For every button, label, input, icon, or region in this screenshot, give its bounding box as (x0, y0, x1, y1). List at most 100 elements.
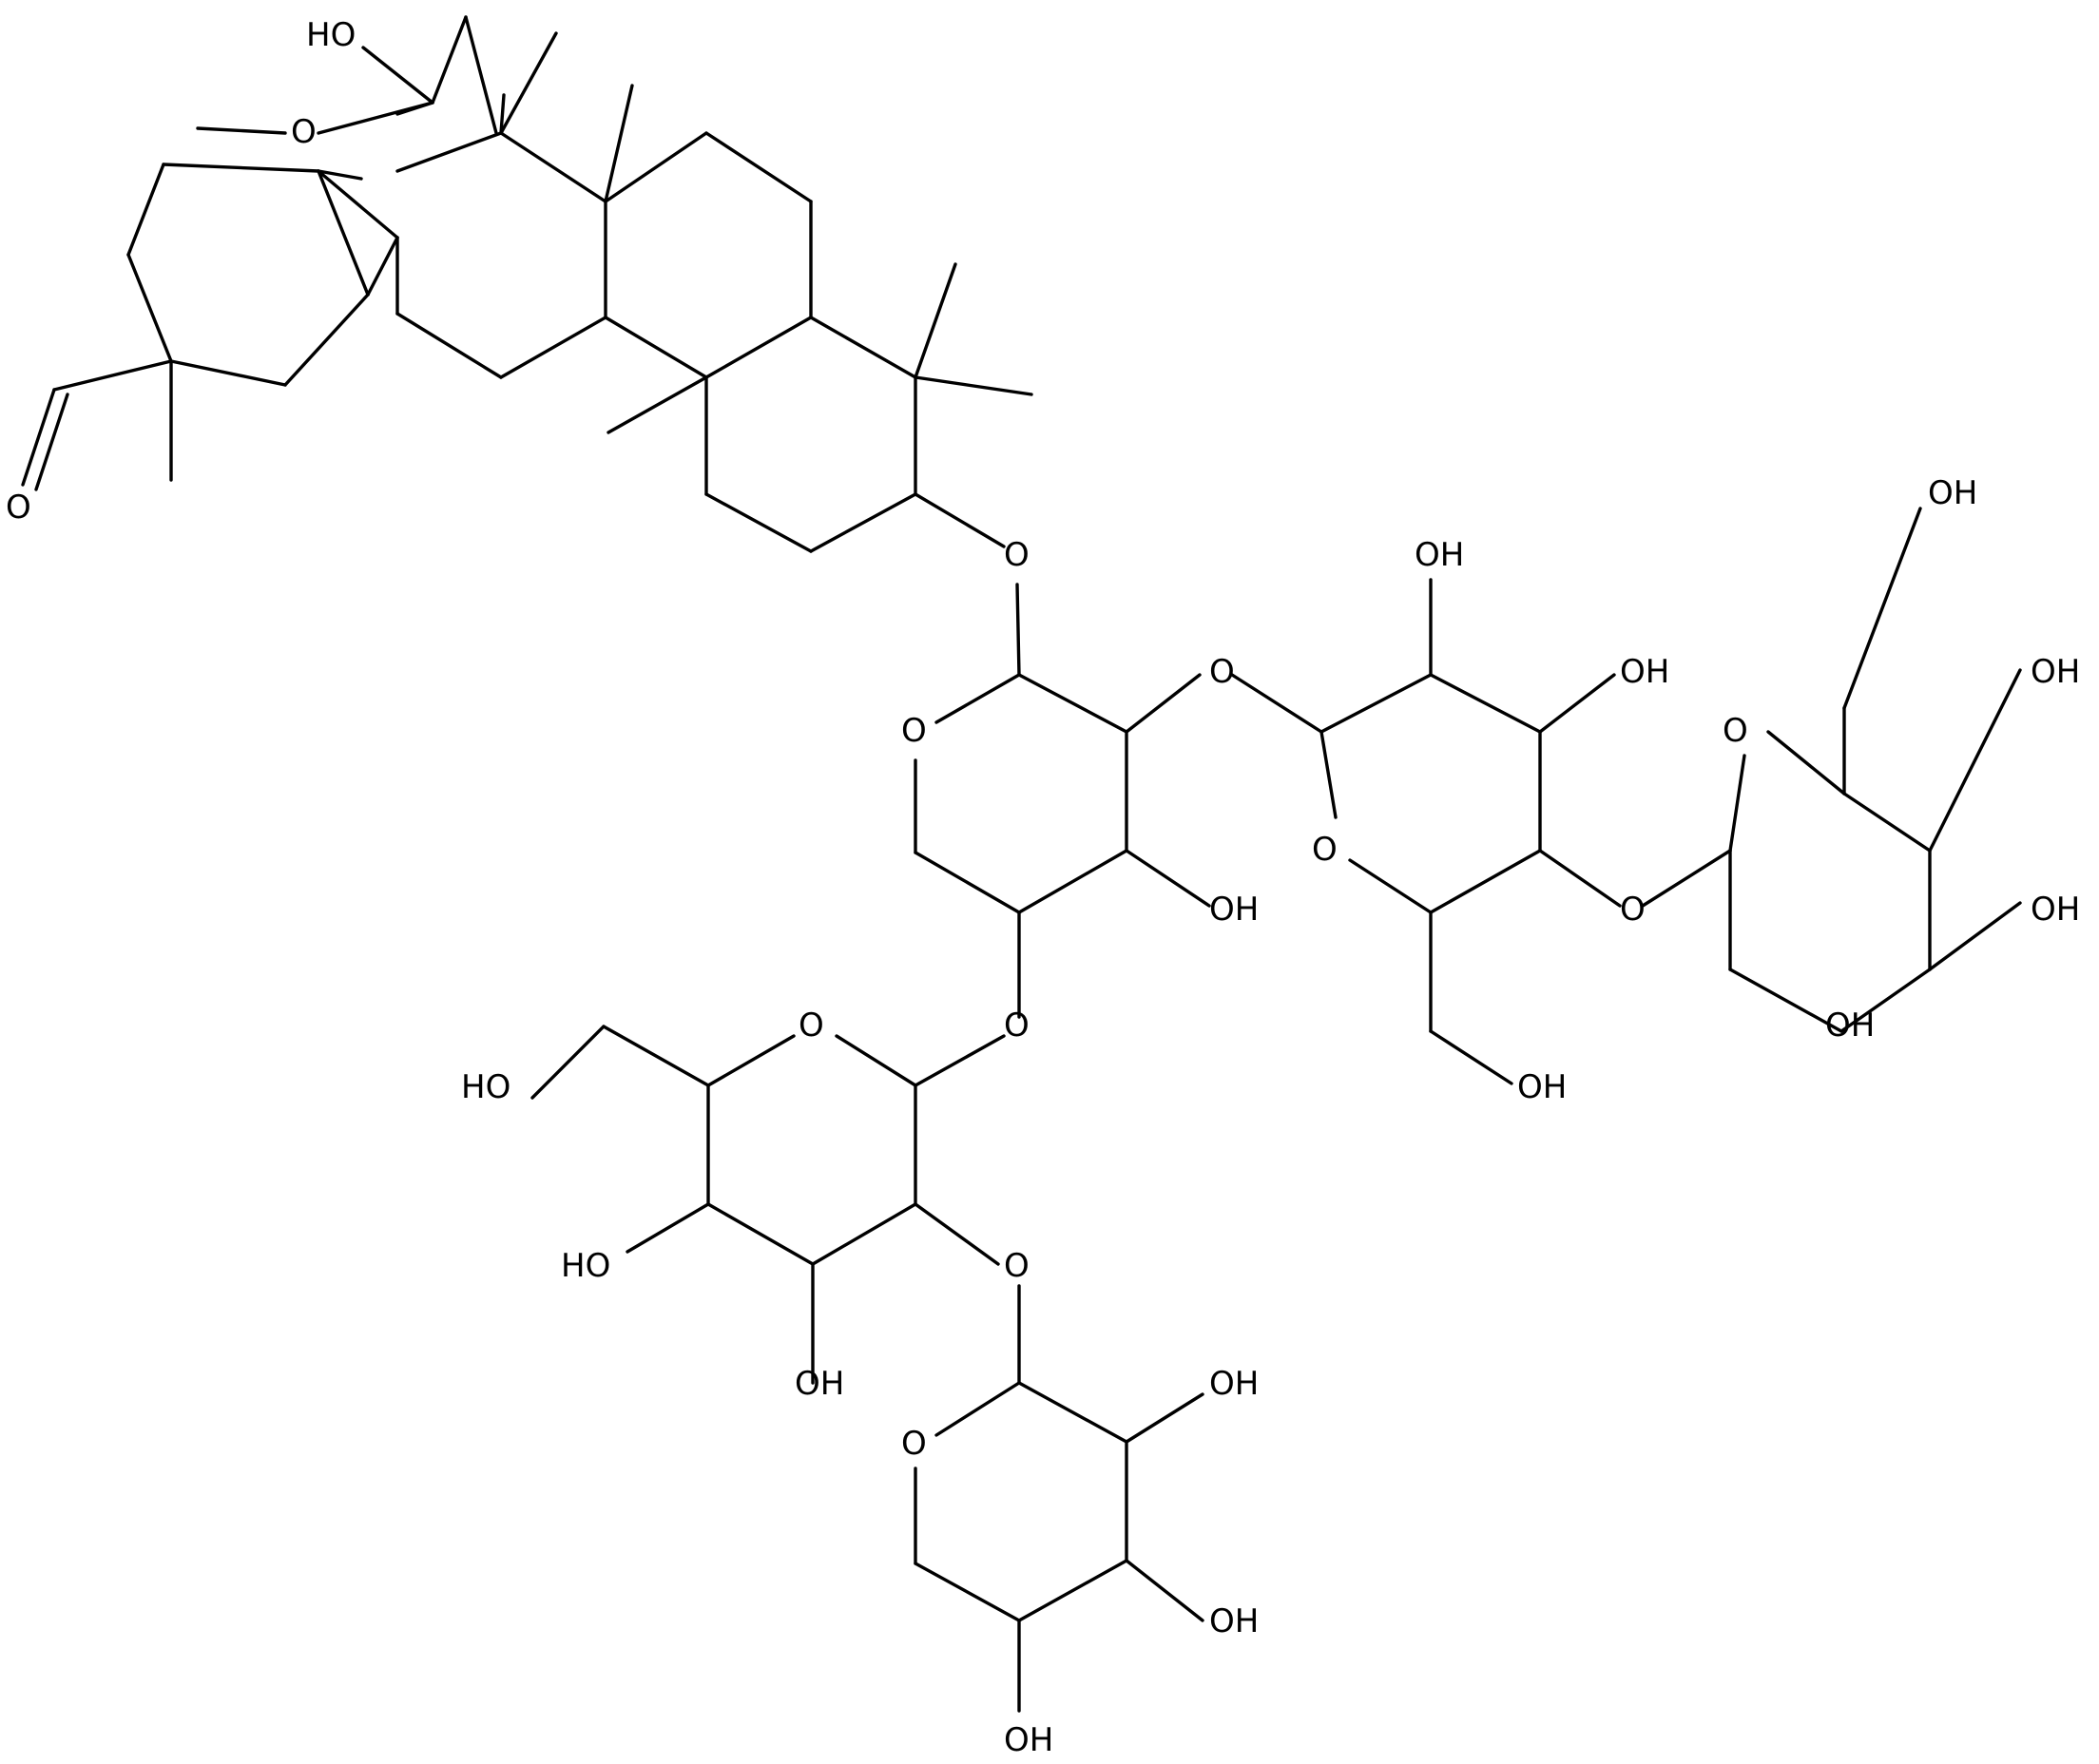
atom-label-ring-oxygen: O (799, 1007, 824, 1045)
bond-line (1728, 968, 1843, 1033)
bond-line (704, 131, 813, 203)
bond-line (126, 163, 165, 257)
bond-line (1429, 1029, 1513, 1085)
atom-label-hydroxyl: OH (1209, 891, 1259, 929)
bond-line (464, 15, 498, 135)
bond-line (1319, 673, 1433, 734)
bond-line (361, 46, 434, 105)
atom-label-hydroxyl: HO (461, 1068, 510, 1106)
bond-line (283, 293, 370, 387)
bond-line (52, 359, 173, 392)
bond-line (1842, 792, 1932, 853)
atom-label-ring-oxygen: O (901, 1425, 927, 1463)
bond-line (1125, 673, 1202, 734)
bond-line (704, 316, 813, 379)
atom-label-hydroxyl: OH (1620, 653, 1669, 691)
bond-line (604, 84, 634, 203)
atom-label-aldehyde-oxygen: O (6, 489, 31, 527)
bond-line (126, 253, 173, 363)
atom-label-glycoside-oxygen: O (1004, 1007, 1030, 1045)
bond-line (706, 1034, 796, 1087)
bond-line (1017, 1559, 1128, 1622)
bond-line (1429, 849, 1542, 914)
bond-line (706, 1202, 815, 1266)
bond-line (626, 1202, 710, 1254)
bond-line (604, 316, 708, 379)
atom-labels: HO O O O O O OH O OH OH O O OH OH O OH O… (6, 16, 2080, 1759)
bond-line (809, 316, 917, 379)
bond-line (602, 1025, 710, 1087)
bond-line (1017, 673, 1128, 734)
bond-line (1015, 583, 1021, 677)
bond-line (1842, 507, 1922, 710)
bond-line (914, 1202, 1000, 1266)
bond-line (1766, 730, 1846, 796)
bond-line (499, 93, 506, 135)
bond-line (162, 163, 320, 173)
bond-line (809, 492, 917, 553)
bond-line (1728, 754, 1746, 853)
bond-line (1348, 858, 1433, 914)
bond-line (1017, 849, 1128, 914)
atom-label-hydroxyl: OH (1415, 536, 1464, 574)
atom-label-hydroxyl: OH (2031, 653, 2080, 691)
bond-line (1429, 673, 1542, 734)
bond-line (1125, 1392, 1204, 1444)
bond-line (196, 126, 287, 135)
atom-label-hydroxyl: OH (1004, 1721, 1053, 1759)
atom-label-hydroxyl: HO (306, 16, 356, 54)
atom-label-ether-oxygen: O (291, 113, 317, 151)
bond-line (1125, 849, 1211, 908)
bond-line (1125, 1559, 1204, 1622)
bond-line (934, 1381, 1021, 1437)
bond-line (499, 131, 607, 203)
bond-line (835, 1034, 917, 1087)
bond-line (704, 492, 813, 553)
bond-line (395, 131, 503, 173)
atom-label-ring-oxygen: O (901, 712, 927, 750)
bond-line (317, 101, 434, 135)
bond-line (1538, 673, 1616, 734)
bond-line (1538, 849, 1622, 908)
bond-lines (21, 15, 2022, 1713)
bond-line (811, 1202, 917, 1266)
atom-label-glycoside-oxygen: O (1620, 891, 1646, 929)
bond-line (914, 1562, 1021, 1622)
atom-label-hydroxyl: OH (795, 1365, 844, 1403)
bond-line (1017, 1381, 1128, 1444)
atom-label-ring-oxygen: O (1312, 831, 1338, 869)
bond-line (317, 169, 363, 181)
atom-label-hydroxyl: HO (561, 1247, 610, 1285)
bond-line (1641, 849, 1732, 908)
bond-line (366, 236, 399, 297)
bond-line (530, 1025, 606, 1100)
bond-line (431, 15, 468, 105)
bond-line (395, 312, 503, 379)
atom-label-hydroxyl: OH (1517, 1068, 1567, 1106)
bond-line (499, 316, 607, 379)
bond-line (169, 359, 287, 387)
bond-line (914, 1034, 1006, 1087)
atom-label-hydroxyl: OH (1209, 1602, 1259, 1640)
bond-line (317, 169, 370, 297)
atom-label-glycoside-oxygen: O (1004, 1247, 1030, 1285)
atom-label-hydroxyl: OH (2031, 891, 2080, 929)
bond-line (1928, 668, 2022, 853)
atom-label-ring-oxygen: O (1723, 712, 1748, 750)
bond-line (34, 393, 69, 491)
atom-label-hydroxyl: OH (1928, 474, 1977, 512)
atom-label-hydroxyl: OH (1209, 1365, 1259, 1403)
bond-line (914, 492, 1006, 548)
bond-line (1839, 968, 1932, 1033)
bond-line (1319, 730, 1338, 819)
bond-line (604, 131, 708, 203)
bond-line (607, 375, 708, 434)
bond-line (21, 388, 56, 487)
bond-line (1230, 673, 1323, 734)
bond-line (499, 31, 558, 135)
bond-line (317, 169, 399, 240)
bond-line (934, 673, 1021, 724)
atom-label-glycoside-oxygen: O (1004, 536, 1030, 574)
bond-line (1928, 901, 2022, 971)
